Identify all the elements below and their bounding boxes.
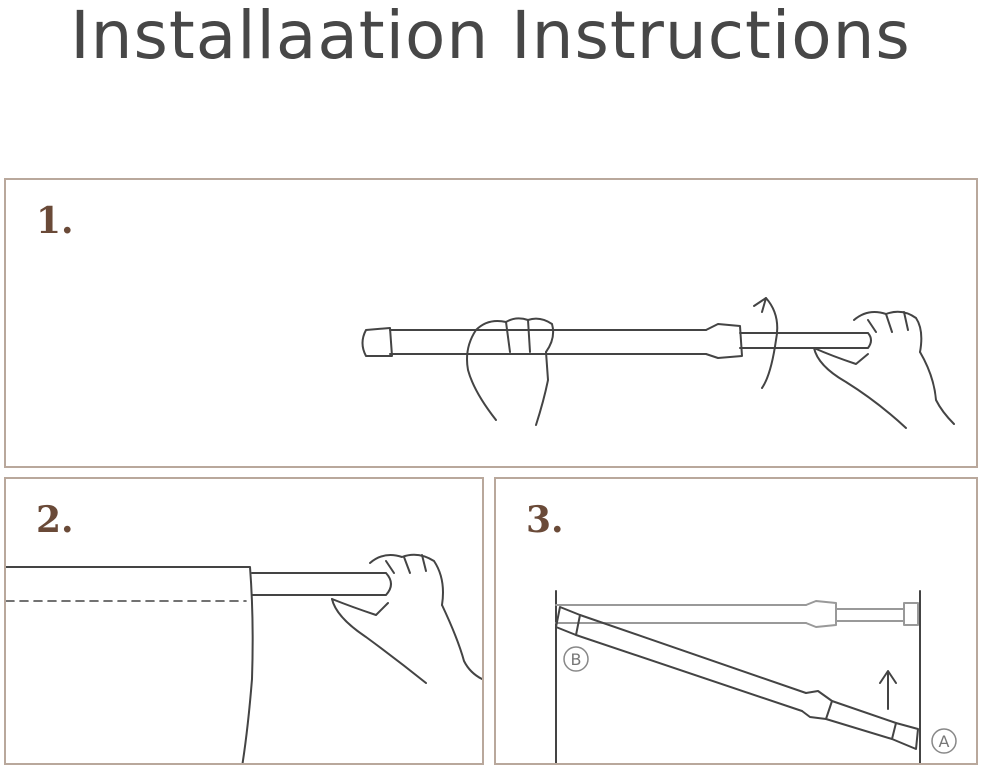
- label-b: B: [571, 650, 582, 669]
- step-1-panel: 1.: [4, 178, 978, 468]
- rod-twist-illustration: [361, 297, 955, 429]
- page-title: Installaation Instructions: [70, 0, 911, 74]
- step-3-panel: 3. B A: [494, 477, 978, 765]
- circle-labels: B A: [571, 650, 950, 751]
- step-number: 3.: [526, 499, 564, 541]
- curtain-insert-illustration: [6, 553, 482, 763]
- rod-mount-illustration: [555, 590, 957, 763]
- step-number: 2.: [36, 499, 74, 541]
- step-2-panel: 2.: [4, 477, 484, 765]
- label-a: A: [939, 732, 950, 751]
- step-number: 1.: [36, 200, 74, 242]
